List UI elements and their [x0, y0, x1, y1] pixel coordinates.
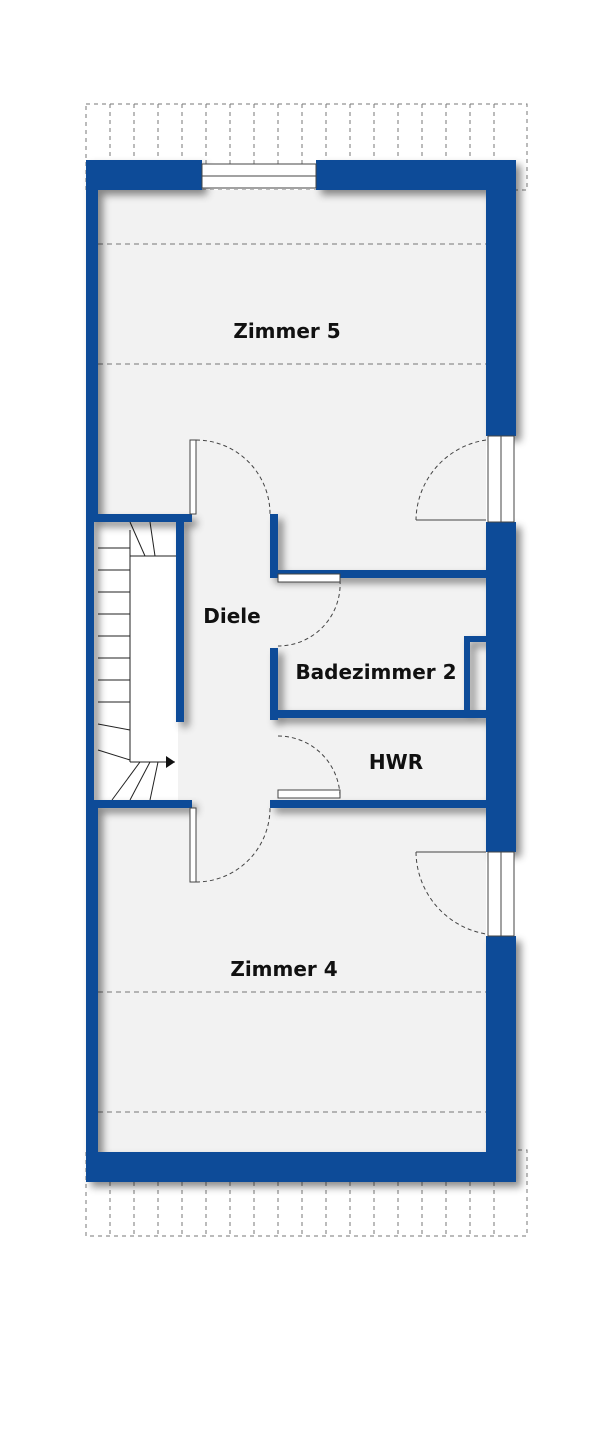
- staircase: [97, 521, 178, 801]
- slope-lines: [98, 243, 486, 1113]
- windows: [201, 163, 515, 937]
- walls: [86, 160, 516, 1182]
- room-label-diele: Diele: [203, 604, 260, 628]
- room-label-badezimmer2: Badezimmer 2: [295, 660, 456, 684]
- roof-overhang-bottom: [85, 1149, 528, 1237]
- room-label-zimmer5: Zimmer 5: [233, 319, 340, 343]
- doors: [189, 439, 487, 935]
- room-label-hwr: HWR: [369, 750, 423, 774]
- room-label-zimmer4: Zimmer 4: [230, 957, 337, 981]
